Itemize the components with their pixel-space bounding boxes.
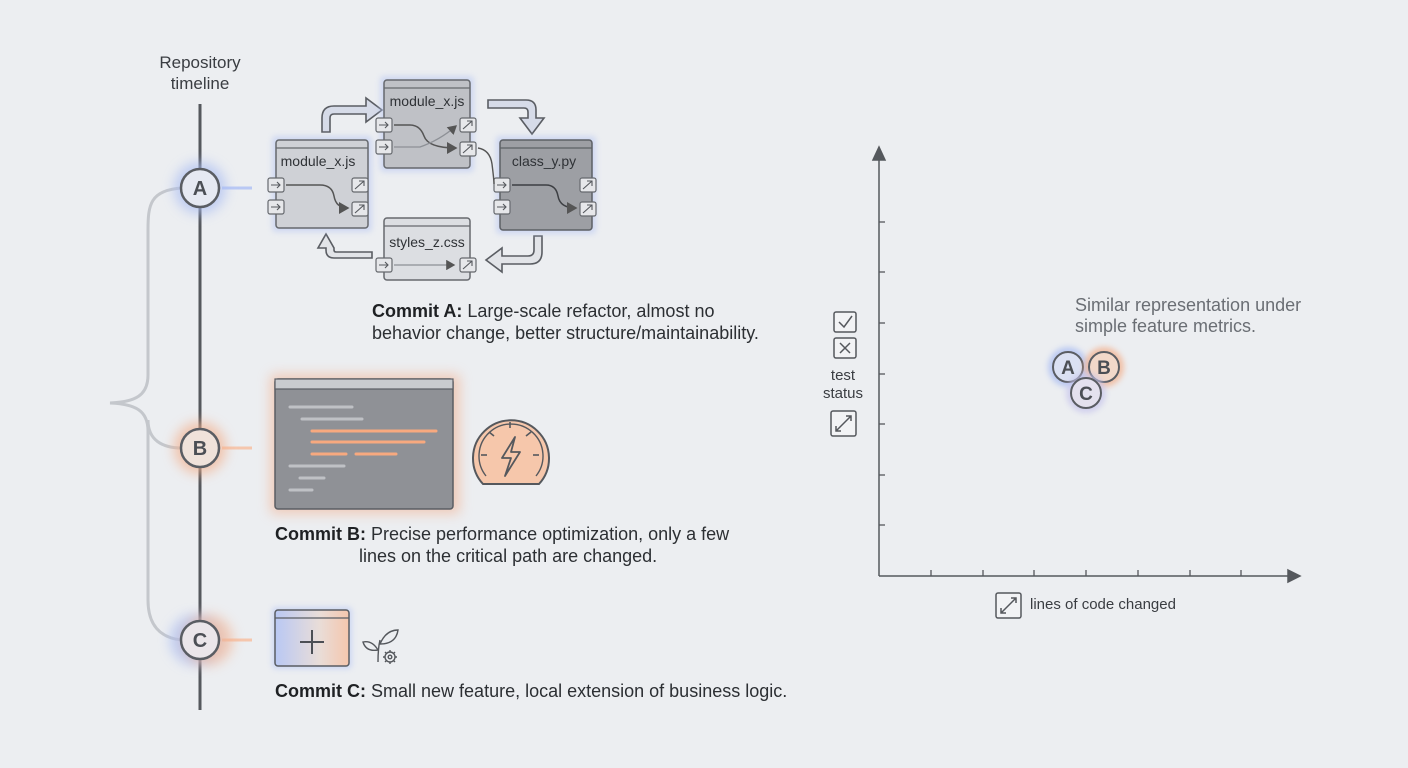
commit-node-c[interactable] (170, 615, 233, 665)
commit-a-caption: Commit A: Large-scale refactor, almost n… (372, 300, 759, 344)
plot-y-ticks (879, 221, 885, 526)
flow-arrow-bottom-right (484, 235, 543, 274)
x-box-icon (833, 337, 857, 359)
commit-b-caption-label: Commit B: (275, 524, 366, 544)
file-box-left (267, 136, 372, 232)
expand-icon-x (995, 592, 1022, 619)
timeline-title-line2: timeline (170, 74, 230, 93)
plot-x-ticks (930, 570, 1242, 576)
speedometer-icon (472, 419, 550, 485)
plot-point-a-label: A (1061, 358, 1075, 379)
file-label-top: module_x.js (390, 93, 465, 109)
y-axis-label: test status (812, 367, 874, 403)
file-box-bottom (375, 217, 477, 281)
timeline-title-line1: Repository (159, 53, 241, 72)
commit-a-caption-line1: Large-scale refactor, almost no (467, 301, 715, 321)
commit-node-b-label: B (193, 438, 207, 460)
file-box-right (477, 136, 597, 234)
expand-icon-y (830, 410, 857, 437)
commit-node-a-label: A (193, 178, 207, 200)
timeline-title: Repository timeline (135, 52, 265, 94)
refactor-diagram (267, 76, 597, 281)
commit-b-caption-line1: Precise performance optimization, only a… (371, 524, 730, 544)
flow-arrow-top-right (487, 99, 546, 136)
plot-note: Similar representation under simple feat… (1075, 295, 1301, 337)
plot-point-c-label: C (1079, 384, 1093, 405)
file-label-right: class_y.py (512, 153, 576, 169)
commit-c-caption-line1: Small new feature, local extension of bu… (371, 681, 788, 701)
plot-point-b-label: B (1097, 358, 1111, 379)
plot-note-line2: simple feature metrics. (1075, 316, 1257, 336)
timeline-brace (109, 186, 183, 642)
y-axis-label-line2: status (822, 385, 864, 402)
commit-a-caption-line2: behavior change, better structure/mainta… (372, 323, 759, 343)
commit-c-caption: Commit C: Small new feature, local exten… (275, 680, 787, 702)
file-box-top (375, 76, 477, 172)
file-label-left: module_x.js (281, 153, 356, 169)
y-axis-label-line1: test (830, 367, 856, 384)
commit-node-a[interactable] (174, 162, 226, 214)
file-label-bottom: styles_z.css (389, 234, 464, 250)
commit-c-caption-label: Commit C: (275, 681, 366, 701)
commit-node-b[interactable] (174, 422, 226, 474)
feature-window (272, 607, 352, 669)
plant-gear-icon (362, 629, 399, 664)
code-window (270, 374, 460, 514)
x-axis-label: lines of code changed (1030, 596, 1176, 613)
plot-point-c (1066, 373, 1106, 413)
commit-node-c-label: C (193, 630, 207, 652)
commit-b-caption-line2: lines on the critical path are changed. (359, 546, 658, 566)
flow-arrow-top-left (321, 96, 384, 133)
plot-axes (871, 145, 1302, 584)
plot-note-line1: Similar representation under (1075, 295, 1302, 315)
flow-arrow-bottom-left (316, 232, 373, 259)
commit-a-caption-label: Commit A: (372, 301, 463, 321)
check-box-icon (833, 311, 857, 333)
commit-b-caption: Commit B: Precise performance optimizati… (275, 523, 729, 567)
